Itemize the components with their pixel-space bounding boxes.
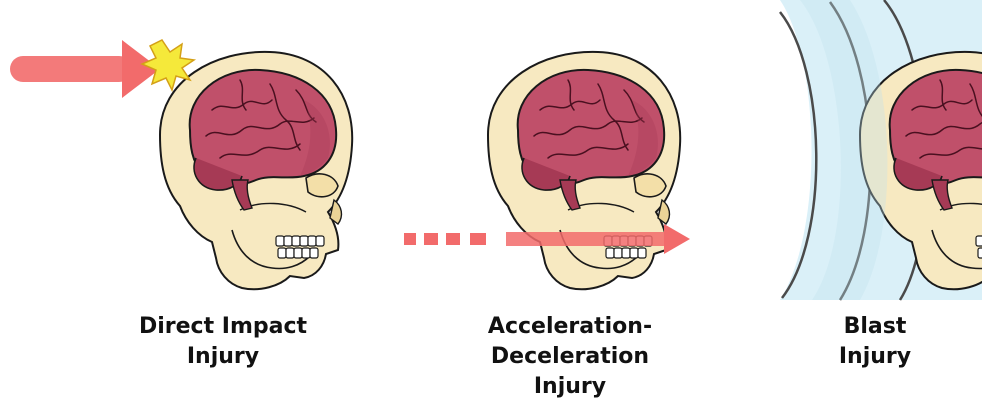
caption-line: Injury bbox=[108, 342, 338, 372]
skull-head bbox=[488, 52, 680, 289]
impact-arrow-icon bbox=[10, 40, 160, 98]
caption-direct-impact: Direct Impact Injury bbox=[108, 312, 338, 372]
caption-blast: Blast Injury bbox=[800, 312, 950, 372]
caption-line: Injury bbox=[430, 372, 710, 402]
panel-direct-impact bbox=[10, 40, 352, 289]
caption-line: Injury bbox=[800, 342, 950, 372]
caption-line: Deceleration bbox=[430, 342, 710, 372]
caption-line: Direct Impact bbox=[108, 312, 338, 342]
skull-head bbox=[160, 52, 352, 289]
caption-acceleration-deceleration: Acceleration- Deceleration Injury bbox=[430, 312, 710, 402]
panel-acceleration-deceleration bbox=[404, 52, 690, 289]
panel-blast bbox=[780, 0, 982, 300]
caption-line: Blast bbox=[800, 312, 950, 342]
caption-line: Acceleration- bbox=[430, 312, 710, 342]
